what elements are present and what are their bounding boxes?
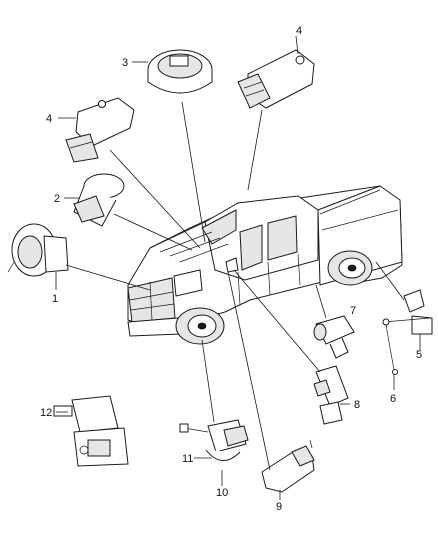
part-4-impact-sensor-illustration — [237, 49, 315, 109]
pickup-truck-illustration — [127, 185, 403, 345]
part-9-sensor-illustration — [261, 439, 315, 493]
callout-11: 11 — [182, 453, 193, 465]
part-8-sensor-illustration — [313, 365, 349, 425]
callout-9: 9 — [276, 501, 282, 513]
part-2-sensor-illustration — [73, 173, 125, 227]
part-3-sensor-illustration — [147, 49, 213, 94]
leader-lines — [55, 35, 421, 500]
part-12-module-illustration — [53, 395, 129, 467]
callout-5: 5 — [416, 349, 422, 361]
callout-12: 12 — [40, 407, 52, 419]
part-10-11-tpms-sensor-illustration — [179, 419, 249, 461]
callout-7: 7 — [350, 305, 356, 317]
callout-10: 10 — [216, 487, 228, 499]
callout-2: 2 — [54, 193, 60, 205]
part-5-6-height-sensor-illustration — [382, 289, 433, 375]
callout-6: 6 — [390, 393, 396, 405]
callout-labels: 3 4 4 2 1 5 6 7 8 9 10 11 12 — [40, 25, 422, 513]
callout-8: 8 — [354, 399, 360, 411]
part-4-left-sensor-illustration — [65, 97, 135, 163]
callout-4-top: 4 — [296, 25, 302, 37]
part-7-sensor-illustration — [313, 315, 355, 359]
callout-4-left: 4 — [46, 113, 52, 125]
callout-1: 1 — [52, 293, 58, 305]
part-1-sensor-illustration — [7, 223, 69, 277]
callout-3: 3 — [122, 57, 128, 69]
